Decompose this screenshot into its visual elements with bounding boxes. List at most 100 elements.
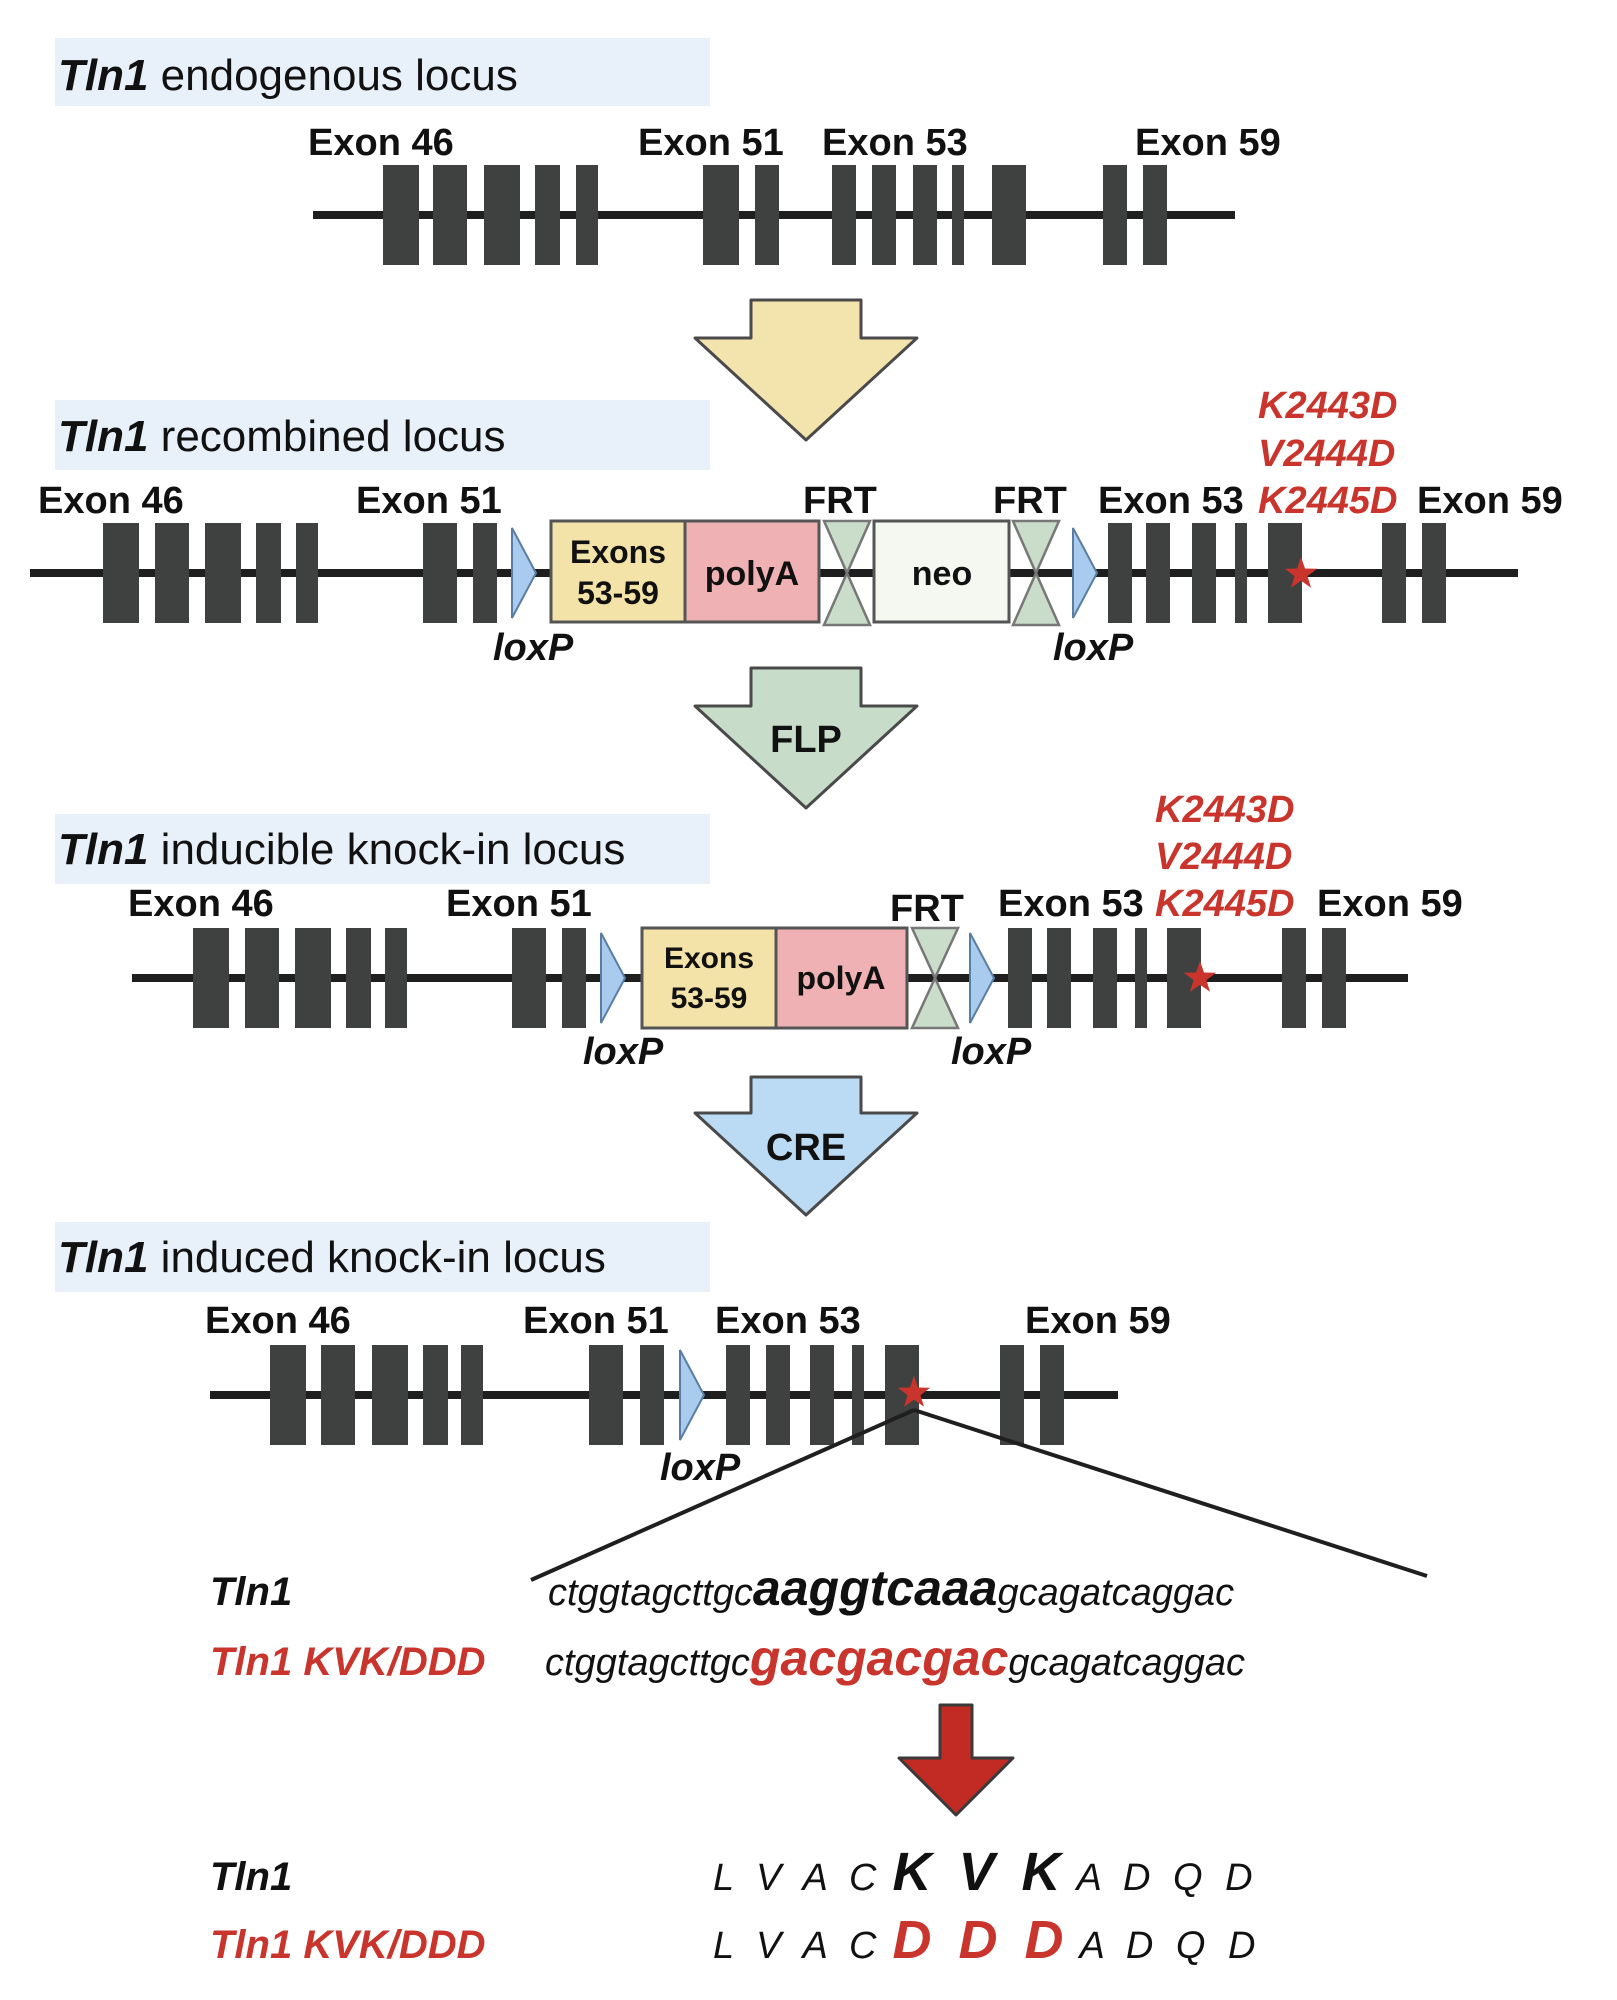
- panel-induced: Tln1 induced knock-in locus Exon 46 Exon…: [55, 1222, 1428, 1582]
- title-background: [55, 814, 710, 884]
- panel-recombined: Tln1 recombined locus K2443D V2444D K244…: [30, 385, 1563, 669]
- exon-block: [1235, 523, 1247, 623]
- exon-label-51: Exon 51: [356, 480, 502, 522]
- exon-block: [1008, 928, 1032, 1028]
- exon-label-51: Exon 51: [523, 1300, 669, 1342]
- exon-block: [872, 165, 896, 265]
- exon-block: [1093, 928, 1117, 1028]
- title-gene: Tln1: [58, 825, 148, 874]
- cassette-label: 53-59: [671, 982, 748, 1015]
- exon-block: [1040, 1345, 1064, 1445]
- exon-block: [346, 928, 371, 1028]
- exon-block: [1047, 928, 1071, 1028]
- exon-block: [103, 523, 139, 623]
- down-arrow-shape: [693, 666, 919, 810]
- aa-wt-core: K V K: [892, 1842, 1066, 1902]
- exon-label-51: Exon 51: [638, 122, 784, 164]
- zoom-line: [530, 1408, 915, 1582]
- polya-label: polyA: [705, 555, 799, 593]
- exon-block: [423, 523, 457, 623]
- mutation-label: V2444D: [1155, 836, 1292, 878]
- mutation-label: K2445D: [1258, 480, 1397, 522]
- cassette-label: 53-59: [577, 575, 659, 611]
- exon-label-46: Exon 46: [205, 1300, 351, 1342]
- mutation-list: K2443D V2444D K2445D: [1155, 789, 1294, 925]
- exon-block: [832, 165, 856, 265]
- exon-block: [193, 928, 229, 1028]
- exon-block: [1422, 523, 1446, 623]
- loxp-site: [1072, 527, 1099, 619]
- exon-block: [1146, 523, 1170, 623]
- exon-block: [205, 523, 241, 623]
- cassette-box: [640, 926, 778, 1030]
- panel-endogenous: Tln1 endogenous locus Exon 46 Exon 51 Ex…: [55, 38, 1281, 265]
- down-arrow-shape: [693, 298, 919, 442]
- exon-label-59: Exon 59: [1417, 480, 1563, 522]
- title-gene: Tln1: [58, 51, 148, 100]
- exon-block: [155, 523, 189, 623]
- exon-block: [1103, 165, 1127, 265]
- mutation-label: K2443D: [1155, 789, 1294, 831]
- frt-shape: [822, 519, 872, 627]
- exon-block: [726, 1345, 750, 1445]
- title-rest: recombined locus: [148, 412, 505, 461]
- aa-mut-core: D D D: [892, 1910, 1069, 1970]
- exon-block: [1108, 523, 1132, 623]
- title-background: [55, 38, 710, 106]
- exon-label-59: Exon 59: [1025, 1300, 1171, 1342]
- exon-block: [1143, 165, 1167, 265]
- exon-block: [852, 1345, 864, 1445]
- mut-dna-sequence: ctggtagcttgcgacgacgacgcagatcaggac: [545, 1630, 1245, 1686]
- aa-suffix: A D Q D: [1077, 1925, 1261, 1967]
- title-rest: inducible knock-in locus: [148, 825, 625, 874]
- frt-site: [1011, 519, 1061, 627]
- loxp-label: loxP: [951, 1031, 1032, 1073]
- polya-box: polyA: [774, 926, 909, 1030]
- wt-dna-sequence: ctggtagcttgcaaggtcaaagcagatcaggac: [548, 1560, 1234, 1616]
- arrow-recombination: [693, 298, 919, 442]
- polya-rect: [774, 926, 909, 1030]
- exon-label-59: Exon 59: [1317, 883, 1463, 925]
- frt-label: FRT: [890, 888, 964, 930]
- exon-label-51: Exon 51: [446, 883, 592, 925]
- cassette-label: Exons: [570, 534, 666, 570]
- frt-site: [910, 926, 960, 1030]
- loxp-site: [600, 932, 627, 1024]
- arrow-cre: CRE: [693, 1075, 919, 1217]
- loxp-label: loxP: [583, 1031, 664, 1073]
- cassette-exons-box: Exons 53-59: [549, 519, 687, 624]
- exon-block: [640, 1345, 664, 1445]
- polya-label: polyA: [797, 960, 886, 996]
- loxp-site: [511, 527, 538, 619]
- dna-prefix: ctggtagcttgc: [545, 1642, 750, 1684]
- panel-inducible: Tln1 inducible knock-in locus K2443D V24…: [55, 789, 1463, 1073]
- exon-block: [256, 523, 281, 623]
- exon-block: [1322, 928, 1346, 1028]
- exon-block: [295, 928, 331, 1028]
- exon-block: [810, 1345, 834, 1445]
- title-rest: induced knock-in locus: [148, 1233, 605, 1282]
- loxp-label: loxP: [1053, 627, 1134, 669]
- exon-block: [1382, 523, 1406, 623]
- translation-arrow: [897, 1703, 1015, 1817]
- panel-title: Tln1 recombined locus: [58, 412, 506, 461]
- exon-block: [433, 165, 467, 265]
- mutation-list: K2443D V2444D K2445D: [1258, 385, 1397, 522]
- mut-label: Tln1 KVK/DDD: [210, 1923, 486, 1967]
- exon-block: [589, 1345, 623, 1445]
- exon-label-53: Exon 53: [1098, 480, 1244, 522]
- exon-label-46: Exon 46: [128, 883, 274, 925]
- exon-label-53: Exon 53: [822, 122, 968, 164]
- aa-prefix: L V A C: [713, 1925, 882, 1967]
- frt-label: FRT: [993, 480, 1067, 522]
- exon-label-53: Exon 53: [998, 883, 1144, 925]
- polya-rect: [683, 519, 821, 624]
- exon-block: [1192, 523, 1216, 623]
- exon-block: [461, 1345, 483, 1445]
- dna-suffix: gcagatcaggac: [1008, 1642, 1245, 1684]
- polya-box: polyA: [683, 519, 821, 624]
- exon-block: [245, 928, 279, 1028]
- frt-label: FRT: [803, 480, 877, 522]
